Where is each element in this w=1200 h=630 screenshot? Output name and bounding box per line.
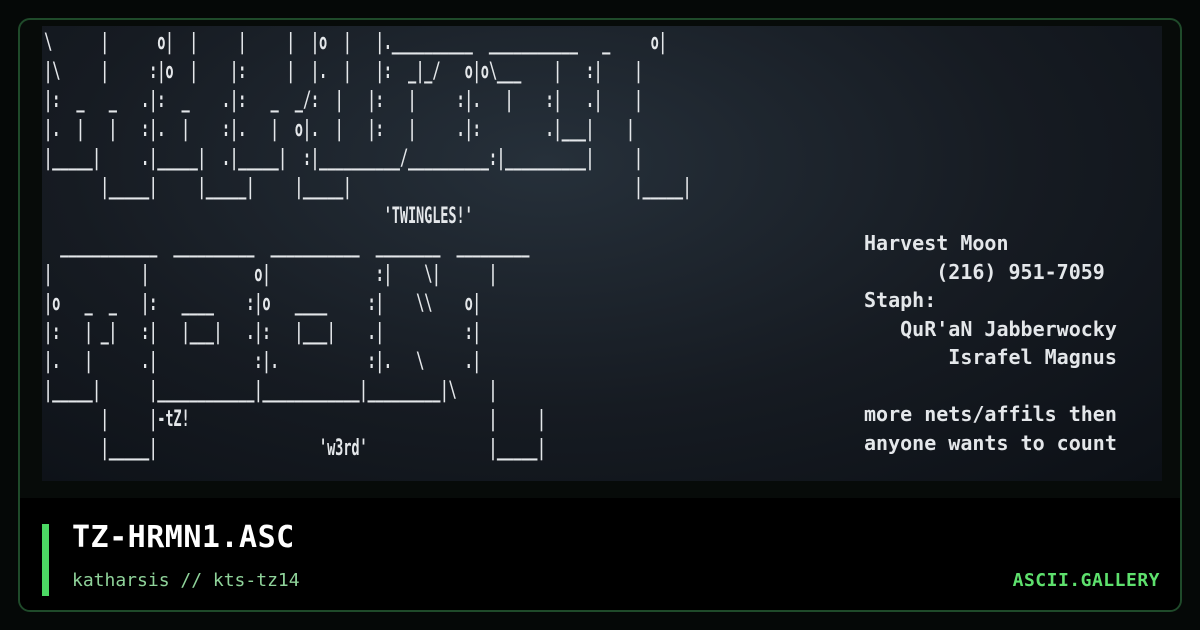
ascii-art-preview[interactable]: \ | o| | | | |o | |.__________ _________… [42,26,1162,481]
accent-bar [42,524,49,596]
site-brand[interactable]: ASCII.GALLERY [1012,570,1160,591]
gallery-card: \ | o| | | | |o | |.__________ _________… [18,18,1182,612]
card-footer: TZ-HRMN1.ASC katharsis // kts-tz14 ASCII… [20,498,1180,610]
ascii-art-text: \ | o| | | | |o | |.__________ _________… [44,30,692,461]
file-title: TZ-HRMN1.ASC [72,520,295,555]
file-subtitle: katharsis // kts-tz14 [72,570,300,591]
ascii-art-info-text: Harvest Moon (216) 951-7059 Staph: QuR'a… [864,231,1117,455]
